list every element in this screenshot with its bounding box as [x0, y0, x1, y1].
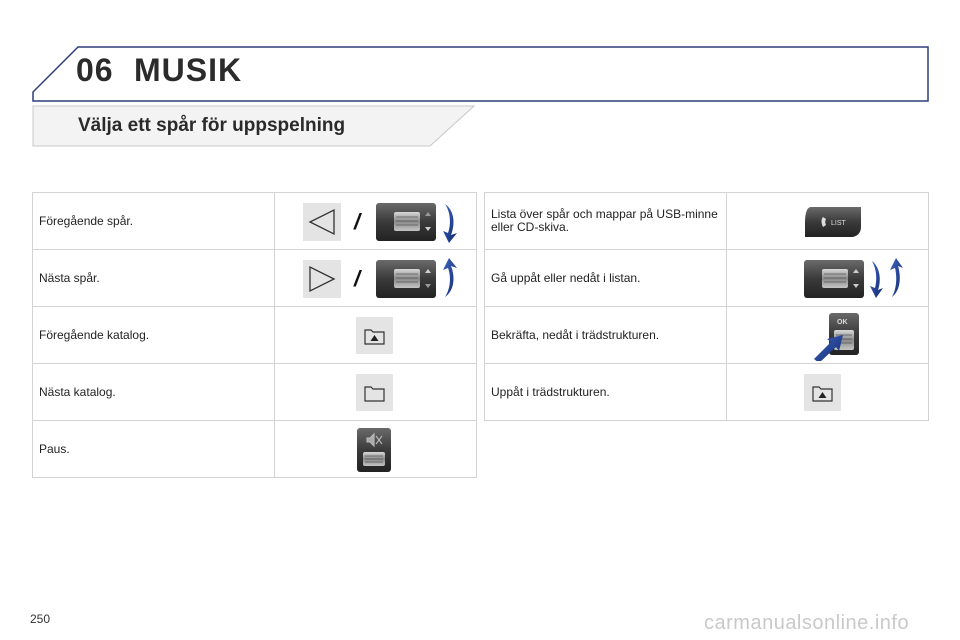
row-label: Nästa spår. [32, 249, 275, 307]
chapter-title: MUSIK [134, 52, 243, 88]
table-row: Paus. [32, 420, 477, 478]
list-button-label: LIST [831, 220, 847, 227]
table-row: Nästa katalog. [32, 363, 477, 421]
row-label: Paus. [32, 420, 275, 478]
table-row: Nästa spår. / [32, 249, 477, 307]
right-instruction-table: Lista över spår och mappar på USB-minne … [484, 192, 929, 421]
chapter-header-frame [32, 46, 929, 147]
scroll-wheel-control-icon [804, 260, 864, 298]
row-label: Bekräfta, nedåt i trädstrukturen. [484, 306, 727, 364]
or-separator: / [354, 209, 361, 234]
folder-up-icon [804, 374, 841, 411]
chapter-number: 06 [76, 52, 114, 88]
ok-button-label: OK [837, 319, 848, 326]
folder-icon [356, 374, 393, 411]
scroll-wheel-control-icon [376, 203, 436, 241]
arrow-press-icon [814, 335, 843, 361]
table-row: Bekräfta, nedåt i trädstrukturen. OK [484, 306, 929, 364]
or-separator: / [354, 266, 361, 291]
row-label: Uppåt i trädstrukturen. [484, 363, 727, 421]
section-title: Välja ett spår för uppspelning [78, 115, 346, 136]
left-instruction-table: Föregående spår. / Nästa spår. [32, 192, 477, 478]
table-row: Gå uppåt eller nedåt i listan. [484, 249, 929, 307]
table-row: Uppåt i trädstrukturen. [484, 363, 929, 421]
list-button-icon: LIST [805, 207, 861, 237]
row-label: Gå uppåt eller nedåt i listan. [484, 249, 727, 307]
table-row: Föregående katalog. [32, 306, 477, 364]
arrow-up-icon [443, 258, 457, 297]
row-label: Föregående katalog. [32, 306, 275, 364]
page-number: 250 [30, 612, 51, 626]
folder-up-icon [356, 317, 393, 354]
row-label: Föregående spår. [32, 192, 275, 250]
mute-wheel-icon [357, 428, 391, 472]
row-label: Lista över spår och mappar på USB-minne … [484, 192, 727, 250]
row-label: Nästa katalog. [32, 363, 275, 421]
arrow-down-icon [443, 204, 457, 243]
watermark: carmanualsonline.info [704, 612, 910, 634]
arrows-up-down-icon [870, 258, 903, 298]
triangle-right-icon [303, 260, 341, 298]
triangle-left-icon [303, 203, 341, 241]
table-row: Föregående spår. / [32, 192, 477, 250]
scroll-wheel-control-icon [376, 260, 436, 298]
table-row: Lista över spår och mappar på USB-minne … [484, 192, 929, 250]
